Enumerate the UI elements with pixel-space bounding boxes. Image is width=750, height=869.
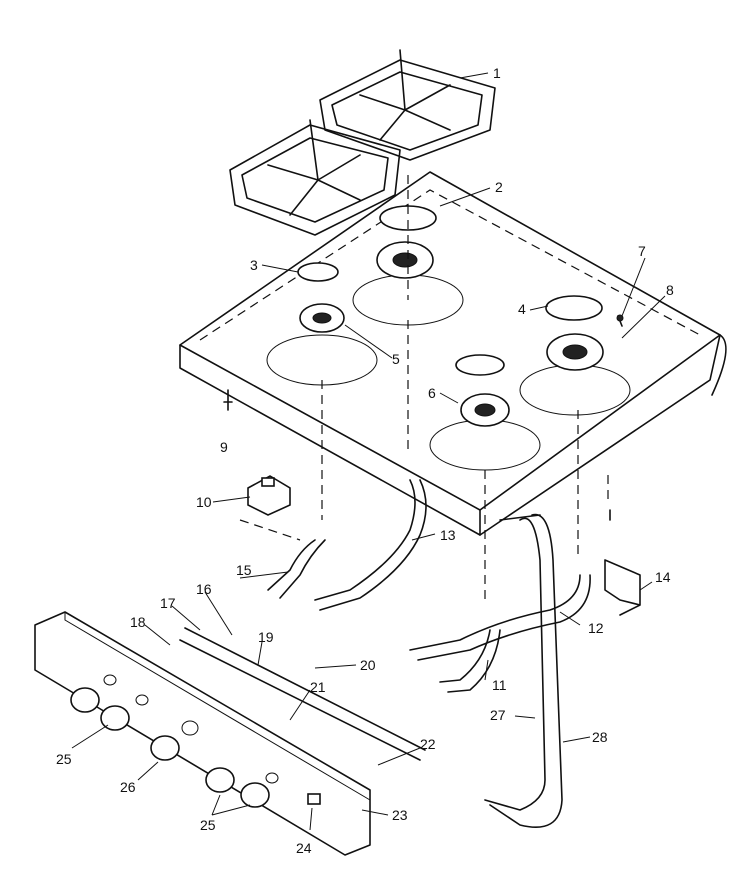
callout-8: 8 bbox=[666, 282, 674, 298]
assembly-guide-lines bbox=[239, 175, 609, 605]
callout-23: 23 bbox=[392, 807, 408, 823]
callout-28: 28 bbox=[592, 729, 608, 745]
callout-21: 21 bbox=[310, 679, 326, 695]
callout-16: 16 bbox=[196, 581, 212, 597]
callout-5: 5 bbox=[392, 351, 400, 367]
burner-caps bbox=[297, 205, 603, 376]
tube-27-28 bbox=[484, 513, 563, 829]
control-panel-23 bbox=[34, 611, 371, 856]
burner-grate-rear bbox=[319, 49, 496, 161]
callout-25-bottom: 25 bbox=[200, 817, 216, 833]
callout-20: 20 bbox=[360, 657, 376, 673]
manifold-rail bbox=[179, 627, 426, 761]
bracket-14 bbox=[604, 559, 641, 616]
screws bbox=[223, 314, 624, 521]
callout-17: 17 bbox=[160, 595, 176, 611]
leader-lines bbox=[71, 72, 666, 831]
callout-18: 18 bbox=[130, 614, 146, 630]
callout-11: 11 bbox=[492, 677, 507, 693]
callout-3: 3 bbox=[250, 257, 258, 273]
callout-24: 24 bbox=[296, 840, 312, 856]
valve-10 bbox=[247, 475, 291, 516]
callout-12: 12 bbox=[588, 620, 604, 636]
callout-19: 19 bbox=[258, 629, 274, 645]
callout-10: 10 bbox=[196, 494, 212, 510]
callout-14: 14 bbox=[655, 569, 671, 585]
callout-labels: 1 2 3 4 5 6 7 8 9 10 11 12 13 14 15 16 1… bbox=[56, 65, 674, 856]
callout-25-left: 25 bbox=[56, 751, 72, 767]
cooktop-panel bbox=[179, 171, 727, 536]
callout-7: 7 bbox=[638, 243, 646, 259]
callout-6: 6 bbox=[428, 385, 436, 401]
callout-15: 15 bbox=[236, 562, 252, 578]
burner-heads bbox=[266, 241, 631, 471]
burner-grate-front bbox=[229, 119, 401, 236]
callout-13: 13 bbox=[440, 527, 456, 543]
callout-1: 1 bbox=[493, 65, 501, 81]
callout-27: 27 bbox=[490, 707, 506, 723]
callout-9: 9 bbox=[220, 439, 228, 455]
callout-2: 2 bbox=[495, 179, 503, 195]
callout-4: 4 bbox=[518, 301, 526, 317]
callout-22: 22 bbox=[420, 736, 436, 752]
callout-26: 26 bbox=[120, 779, 136, 795]
